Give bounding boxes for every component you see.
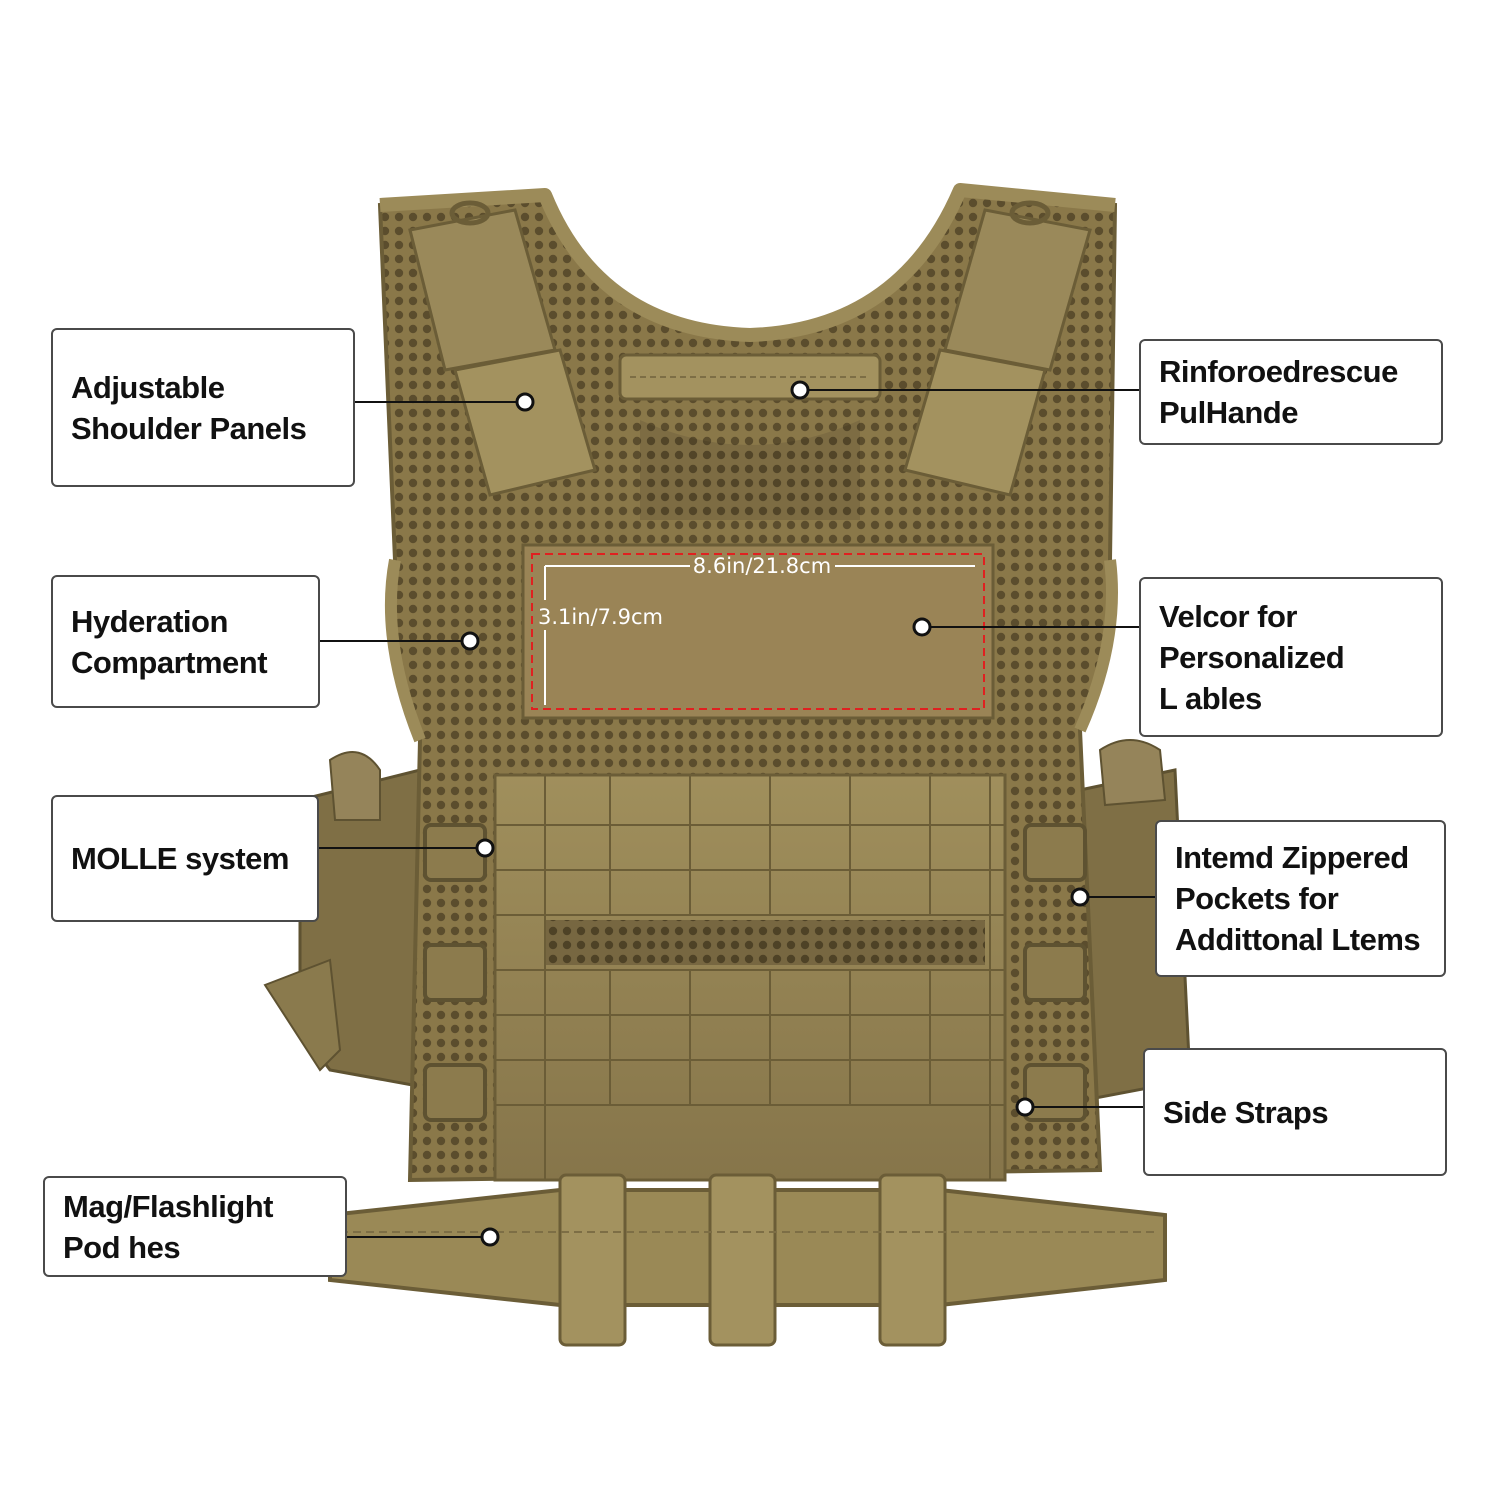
callout-dots — [460, 380, 1090, 1247]
callout-zippered-pockets-line1: Intemd Zippered — [1175, 840, 1409, 875]
callout-hydration-line2: Compartment — [71, 644, 268, 680]
callout-shoulder-panels: Adjustable Shoulder Panels — [51, 328, 355, 487]
callout-side-straps-line1: Side Straps — [1163, 1094, 1329, 1130]
waist-belt — [328, 1173, 1167, 1347]
right-shoulder-panel — [903, 200, 1092, 497]
callout-velcro-line1: Velcor for — [1159, 598, 1298, 634]
callout-rescue-handle-line1: Rinforoedrescue — [1159, 354, 1398, 389]
left-side-pocket — [263, 751, 442, 1092]
height-dimension-label: 3.1in/7.9cm — [538, 605, 663, 629]
molle-panel — [493, 773, 1007, 1182]
left-shoulder-panel — [408, 200, 597, 497]
callout-velcro-line3: L ables — [1159, 680, 1262, 716]
callout-mag-pouches-line2: Pod hes — [63, 1229, 181, 1265]
callout-zippered-pockets: Intemd Zippered Pockets for Addittonal L… — [1155, 820, 1446, 977]
callout-hydration: Hyderation Compartment — [51, 575, 320, 708]
callout-mag-pouches-line1: Mag/Flashlight — [63, 1188, 274, 1224]
callout-velcro: Velcor for Personalized L ables — [1139, 577, 1443, 737]
width-dimension-label: 8.6in/21.8cm — [693, 554, 831, 578]
callout-rescue-handle: Rinforoedrescue PulHande — [1139, 339, 1443, 445]
dimension-markers: 8.6in/21.8cm 3.1in/7.9cm — [538, 554, 975, 705]
callout-zippered-pockets-line3: Addittonal Ltems — [1175, 922, 1421, 957]
callout-hydration-line1: Hyderation — [71, 603, 228, 639]
callout-velcro-line2: Personalized — [1159, 639, 1345, 675]
callout-shoulder-panels-line1: Adjustable — [71, 369, 225, 405]
callout-leader-lines — [318, 389, 1155, 1238]
callout-shoulder-panels-line2: Shoulder Panels — [71, 410, 307, 446]
callout-rescue-handle-line2: PulHande — [1159, 395, 1298, 430]
callout-molle-line1: MOLLE system — [71, 841, 289, 876]
callout-side-straps: Side Straps — [1143, 1048, 1447, 1176]
callout-zippered-pockets-line2: Pockets for — [1175, 881, 1339, 916]
rescue-handle — [618, 353, 882, 401]
callout-molle: MOLLE system — [51, 795, 319, 922]
callout-mag-pouches: Mag/Flashlight Pod hes — [43, 1176, 347, 1277]
